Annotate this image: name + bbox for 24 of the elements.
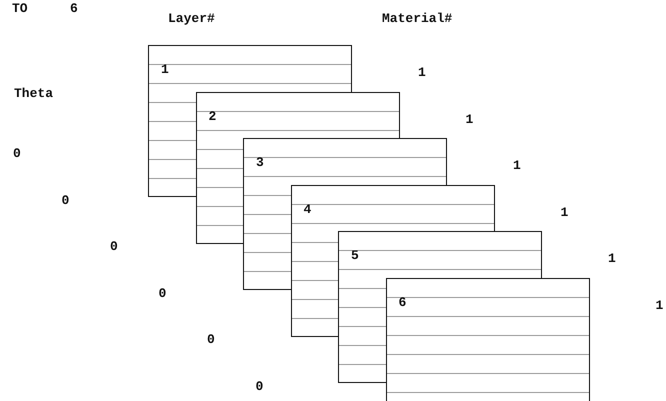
column-heading: Material# <box>382 12 452 26</box>
column-heading: TO <box>12 2 28 16</box>
theta-value: 0 <box>158 286 166 300</box>
material-number: 1 <box>513 159 521 173</box>
material-number: 1 <box>418 66 426 80</box>
theta-value: 0 <box>13 147 21 161</box>
layer-number: 4 <box>304 202 312 216</box>
material-number: 1 <box>656 298 664 312</box>
material-number: 1 <box>608 252 616 266</box>
layer-count: 6 <box>70 2 78 16</box>
theta-value: 0 <box>110 240 118 254</box>
column-heading: Layer# <box>168 12 215 26</box>
material-number: 1 <box>560 206 568 220</box>
layer-sheet <box>386 278 590 401</box>
layer-number: 3 <box>256 156 264 170</box>
column-heading: Theta <box>14 87 54 101</box>
layer-number: 2 <box>208 110 216 124</box>
layer-number: 5 <box>351 249 359 263</box>
material-number: 1 <box>466 112 474 126</box>
theta-value: 0 <box>256 380 264 394</box>
layer-number: 1 <box>161 63 169 77</box>
theta-value: 0 <box>62 194 70 208</box>
layer-number: 6 <box>398 296 406 310</box>
theta-value: 0 <box>207 333 215 347</box>
